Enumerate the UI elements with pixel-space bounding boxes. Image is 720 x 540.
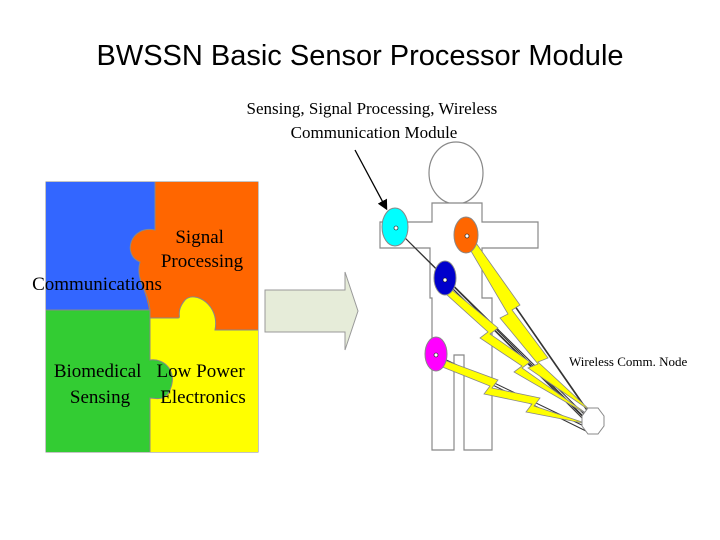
sensor-left-shoulder — [381, 207, 409, 247]
lightning-bolt-lower — [439, 359, 589, 425]
puzzle-piece-low-power-electronics — [150, 296, 258, 452]
slide-title: BWSSN Basic Sensor Processor Module — [96, 40, 624, 72]
body-torso — [379, 202, 539, 451]
puzzle-label-signal-processing: Signal Processing — [161, 227, 244, 272]
wireless-node-label: Wireless Comm. Node — [569, 354, 687, 369]
human-body-outline — [379, 141, 539, 451]
puzzle-piece-communications — [46, 182, 155, 310]
puzzle-graphic: Communications Signal Processing Biomedi… — [32, 181, 259, 453]
sensor-chest — [433, 260, 457, 296]
puzzle-label-biomedical-sensing: Biomedical Sensing — [54, 361, 146, 408]
module-label-pointer — [354, 149, 388, 211]
sensor-right-shoulder — [453, 216, 479, 254]
transition-arrow — [264, 271, 359, 351]
lightning-bolts — [439, 242, 593, 425]
lightning-bolt-middle — [445, 289, 591, 417]
wireless-comm-node-icon — [581, 407, 605, 435]
sensor-hip — [424, 336, 448, 372]
puzzle-label-low-power-electronics: Low Power Electronics — [157, 361, 250, 408]
puzzle-piece-signal-processing — [130, 182, 258, 330]
body-head — [428, 141, 484, 205]
puzzle-label-communications: Communications — [32, 274, 162, 295]
puzzle-piece-biomedical-sensing — [46, 310, 173, 452]
module-label: Sensing, Signal Processing, Wireless Com… — [247, 99, 502, 142]
lightning-bolt-upper — [467, 242, 593, 413]
